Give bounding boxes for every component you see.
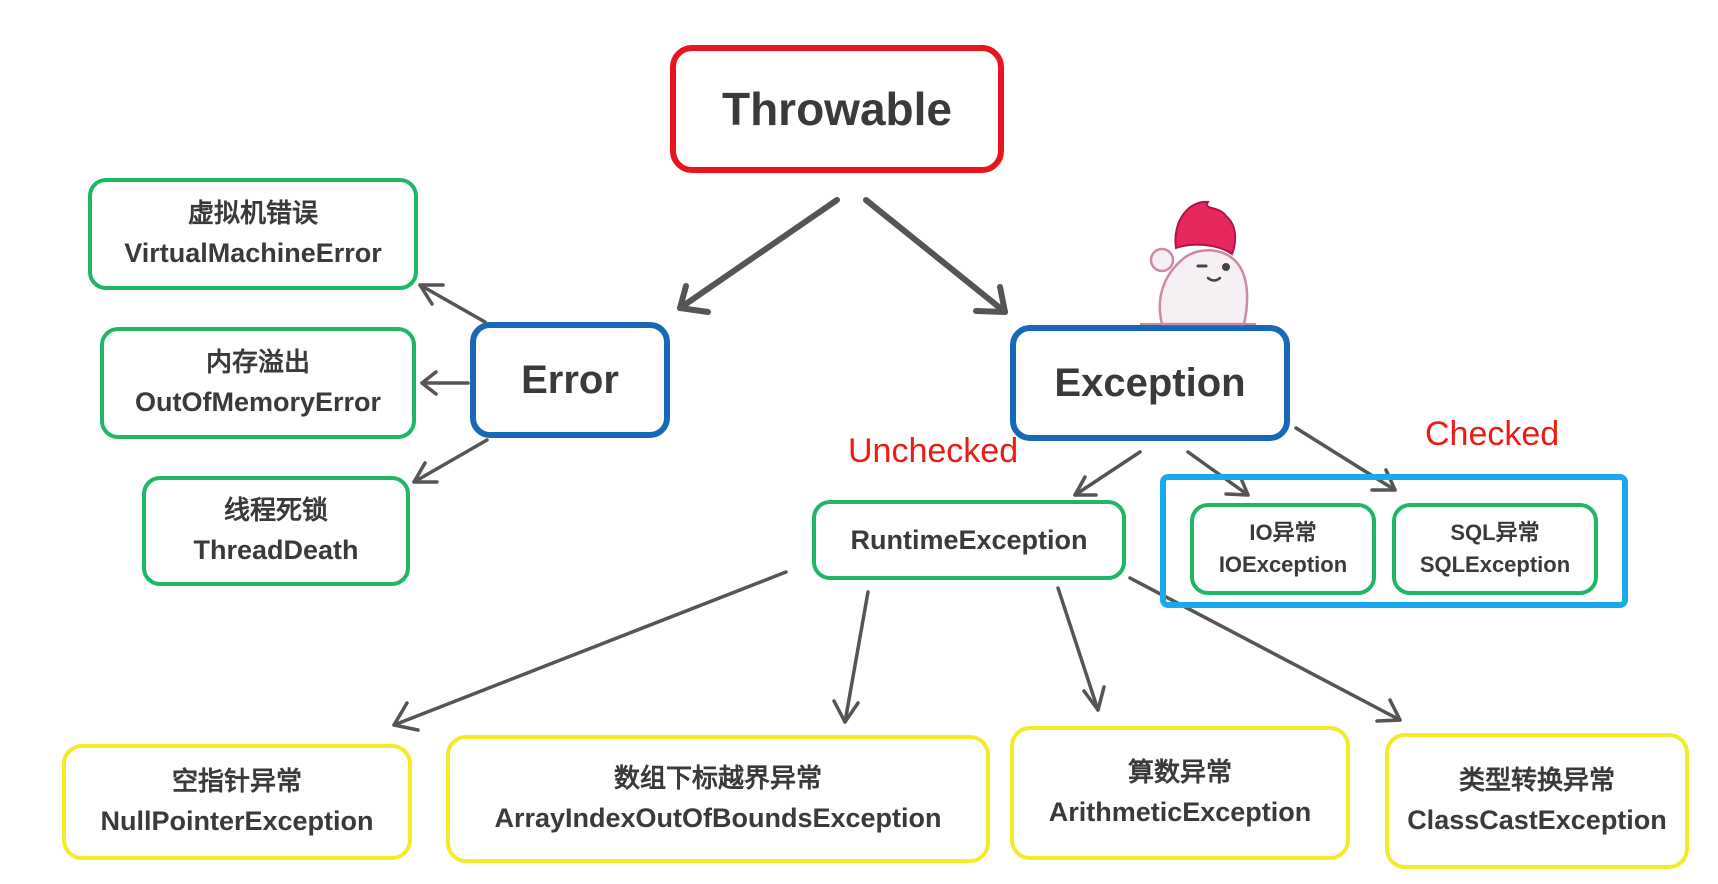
checked-group [1160,474,1628,608]
arrow-error-vme-head [418,283,445,306]
class-cast-exception-node: 类型转换异常 ClassCastException [1385,733,1689,869]
checked-label: Checked [1425,415,1560,453]
mascot-icon [1140,200,1256,326]
npe-en-label: NullPointerException [100,806,374,837]
io-exception-node: IO异常 IOException [1190,503,1376,595]
throwable-label: Throwable [721,83,953,135]
arrow-throwable-error [677,197,840,311]
arith-en-label: ArithmeticException [1048,797,1312,828]
arrow-runtime-cce-head [1375,698,1402,723]
error-node: Error [470,322,670,438]
arrow-runtime-arith-head [1082,685,1106,712]
virtual-machine-error-node: 虚拟机错误 VirtualMachineError [88,178,418,290]
arrow-runtime-aioobe-head [832,699,860,724]
cce-cn-label: 类型转换异常 [1458,765,1615,796]
runtime-label: RuntimeException [850,524,1088,555]
arrow-error-td [412,438,489,484]
arrow-throwable-exception [863,197,1008,315]
arrow-runtime-arith [1056,586,1100,712]
aioobe-cn-label: 数组下标越界异常 [613,763,822,794]
arrow-exception-io [1186,450,1250,497]
sql-exception-node: SQL异常 SQLException [1392,503,1598,595]
vme-cn-label: 虚拟机错误 [187,198,318,229]
arrow-runtime-npe [392,570,788,727]
vme-en-label: VirtualMachineError [124,238,382,269]
arrow-throwable-exception-head [973,284,1008,315]
arrow-error-td-head [412,461,439,484]
out-of-memory-error-node: 内存溢出 OutOfMemoryError [100,327,416,439]
sql-en-label: SQLException [1419,552,1571,577]
cce-en-label: ClassCastException [1407,805,1667,836]
null-pointer-exception-node: 空指针异常 NullPointerException [62,744,412,860]
npe-cn-label: 空指针异常 [171,766,302,797]
td-cn-label: 线程死锁 [223,495,328,526]
io-en-label: IOException [1218,552,1348,577]
arrow-exception-io-head [1224,474,1250,497]
arithmetic-exception-node: 算数异常 ArithmeticException [1010,726,1350,860]
arith-cn-label: 算数异常 [1127,757,1232,788]
thread-death-node: 线程死锁 ThreadDeath [142,476,410,586]
exception-label: Exception [1054,360,1246,405]
arrow-runtime-cce [1128,576,1402,722]
arrow-exception-runtime [1073,450,1142,497]
array-index-out-of-bounds-exception-node: 数组下标越界异常 ArrayIndexOutOfBoundsException [446,735,990,863]
arrow-runtime-npe-head [392,701,420,732]
sql-cn-label: SQL异常 [1450,519,1540,545]
io-cn-label: IO异常 [1249,519,1317,545]
unchecked-label: Unchecked [848,432,1019,470]
exception-node: Exception [1010,325,1290,441]
arrow-exception-runtime-head [1073,475,1098,497]
error-label: Error [521,357,619,402]
td-en-label: ThreadDeath [193,535,359,566]
aioobe-en-label: ArrayIndexOutOfBoundsException [494,803,942,834]
arrow-runtime-aioobe [843,590,870,724]
arrow-error-oom-head [420,370,438,396]
runtime-exception-node: RuntimeException [812,500,1126,580]
oom-en-label: OutOfMemoryError [134,387,382,418]
throwable-node: Throwable [670,45,1004,173]
arrow-throwable-error-head [677,283,711,315]
oom-cn-label: 内存溢出 [205,347,310,378]
arrow-error-vme [418,283,487,324]
